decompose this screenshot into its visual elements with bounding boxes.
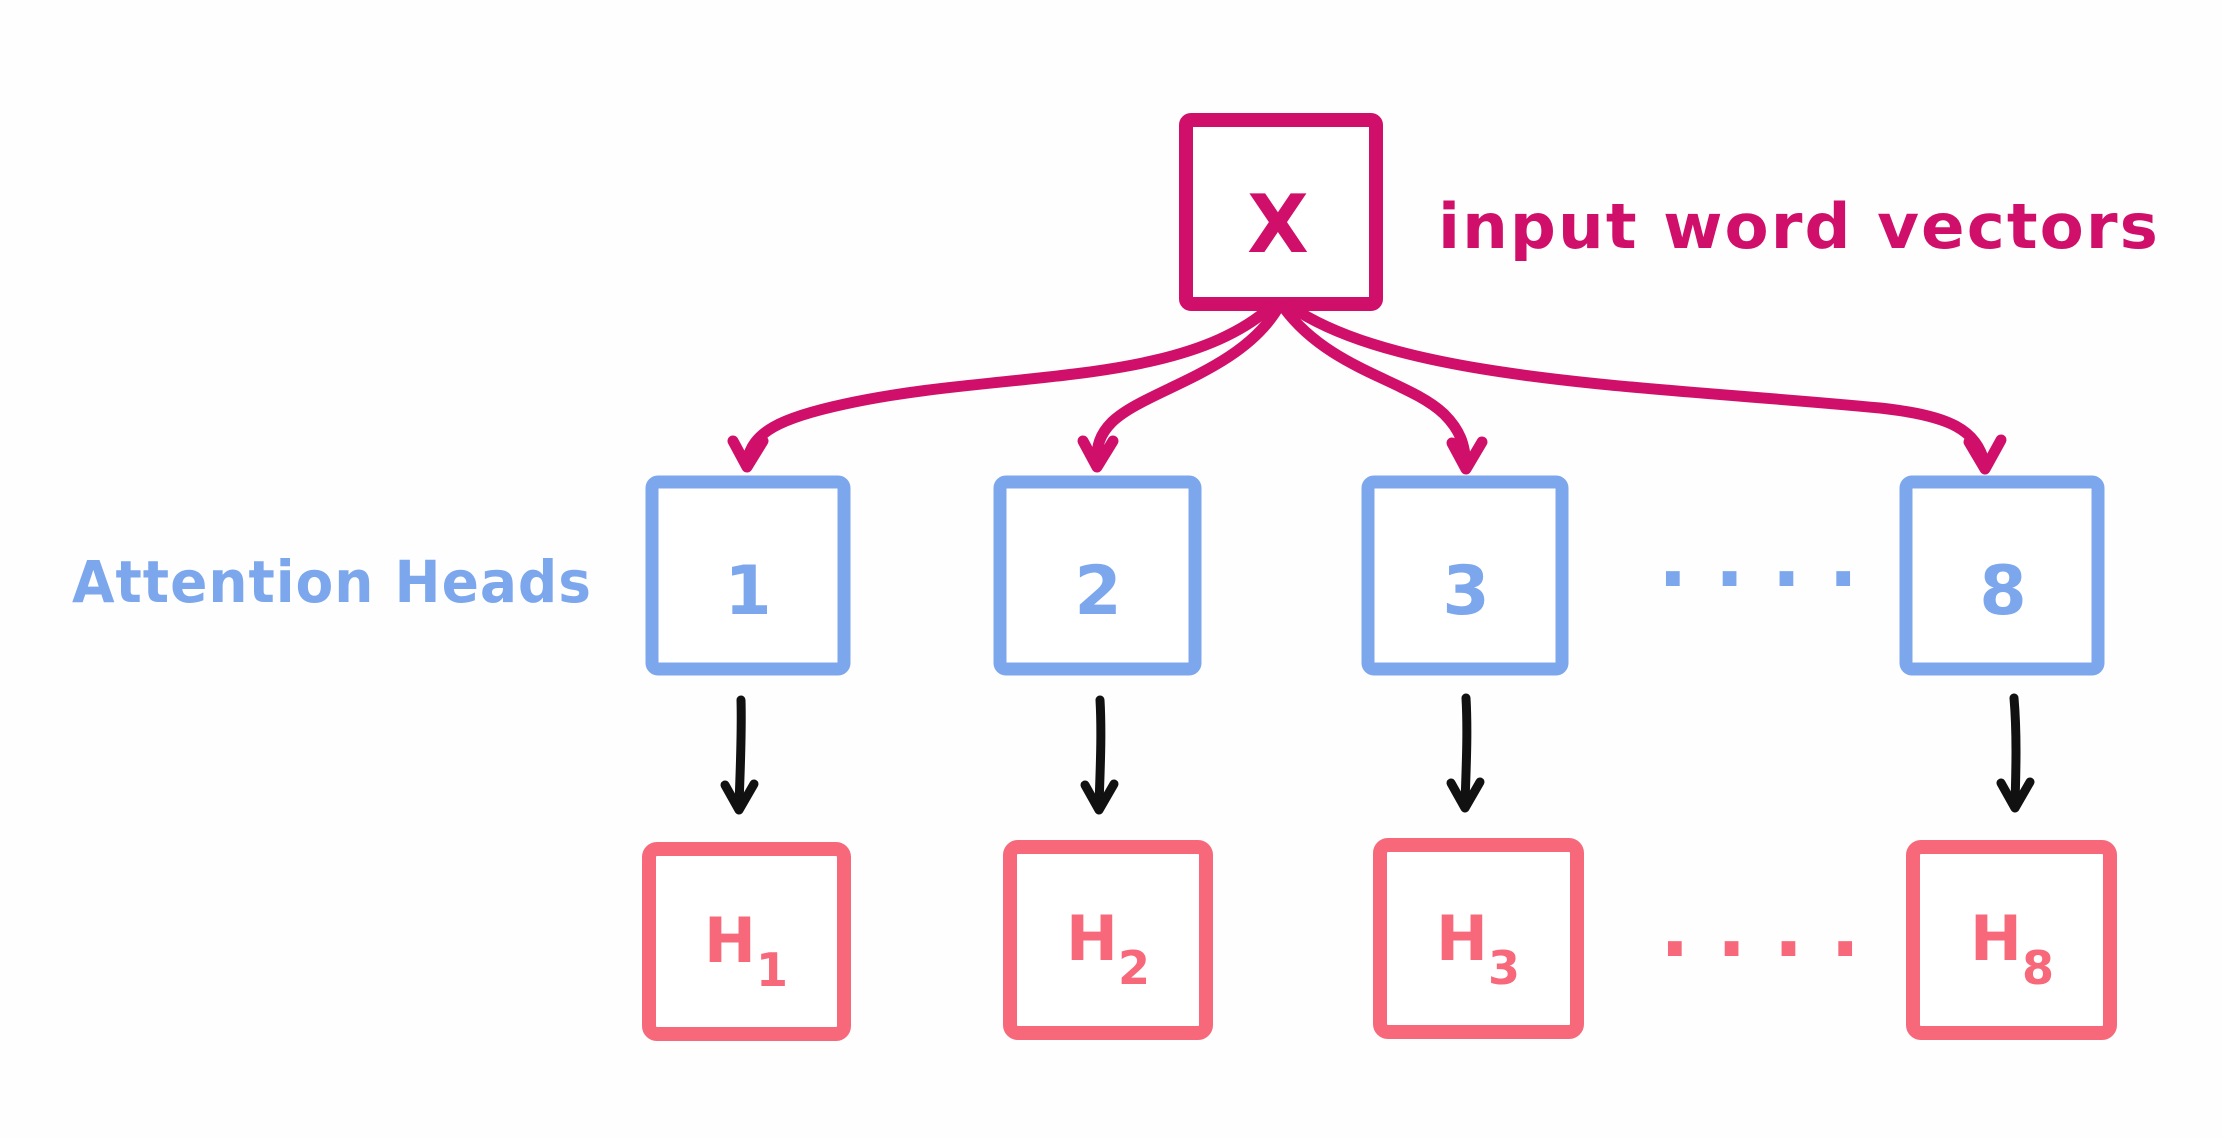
output-label-h2-sub: 2 — [1118, 941, 1150, 995]
attention-heads-row: 1 2 3 · · · · 8 — [645, 475, 2105, 676]
output-label-h1-sub: 1 — [756, 943, 788, 997]
output-label-h1: H1 — [704, 904, 788, 997]
arrowhead-h8-icon — [1996, 777, 2035, 813]
output-label-h2-base: H — [1066, 902, 1118, 975]
output-label-h8: H8 — [1970, 902, 2054, 995]
head-box-2 — [993, 475, 1202, 676]
arrowhead-h1-icon — [720, 779, 759, 815]
output-label-h3-base: H — [1436, 902, 1488, 975]
head-box-1 — [645, 475, 851, 676]
head-label-1: 1 — [724, 552, 771, 631]
arrow-head8-to-h8 — [2009, 693, 2021, 809]
arrow-x-to-head-3 — [1278, 302, 1472, 472]
output-label-h3-sub: 3 — [1488, 941, 1520, 995]
arrow-head3-to-h3 — [1460, 693, 1472, 809]
head-label-3: 3 — [1442, 552, 1489, 631]
arrow-head1-to-h1 — [734, 695, 746, 811]
output-box-h1 — [642, 842, 851, 1041]
head-box-8 — [1899, 475, 2105, 676]
arrow-x-to-head-8 — [1284, 300, 1991, 470]
output-label-h2: H2 — [1066, 902, 1150, 995]
output-label-h1-base: H — [704, 904, 756, 977]
arrow-head2-to-h2 — [1094, 695, 1106, 811]
arrowhead-x-to-head-2-icon — [1077, 435, 1119, 473]
head-label-8: 8 — [1979, 552, 2026, 631]
arrow-x-to-head-2 — [1091, 302, 1284, 470]
head-output-arrows — [720, 693, 2035, 815]
arrowhead-x-to-head-8-icon — [1963, 434, 2007, 475]
output-label-h8-sub: 8 — [2022, 941, 2054, 995]
arrow-x-to-head-1 — [741, 300, 1278, 468]
heads-ellipsis: · · · · — [1658, 535, 1858, 625]
output-label-h3: H3 — [1436, 902, 1520, 995]
head-box-3 — [1361, 475, 1569, 676]
fan-arrows — [727, 300, 2007, 475]
arrowhead-x-to-head-3-icon — [1446, 436, 1488, 475]
output-label-h8-base: H — [1970, 902, 2022, 975]
arrowhead-x-to-head-1-icon — [727, 435, 769, 473]
input-vector-label: X — [1247, 178, 1309, 271]
output-box-h8 — [1906, 840, 2117, 1040]
attention-heads-caption: Attention Heads — [72, 548, 592, 616]
outputs-ellipsis: · · · · — [1660, 905, 1860, 995]
outputs-row: H1 H2 H3 · · · · H8 — [642, 838, 2117, 1041]
output-box-h3 — [1373, 838, 1584, 1039]
head-label-2: 2 — [1074, 552, 1121, 631]
arrowhead-h3-icon — [1446, 777, 1485, 813]
input-caption: input word vectors — [1438, 190, 2160, 263]
output-box-h2 — [1003, 840, 1213, 1040]
arrowhead-h2-icon — [1080, 779, 1119, 815]
